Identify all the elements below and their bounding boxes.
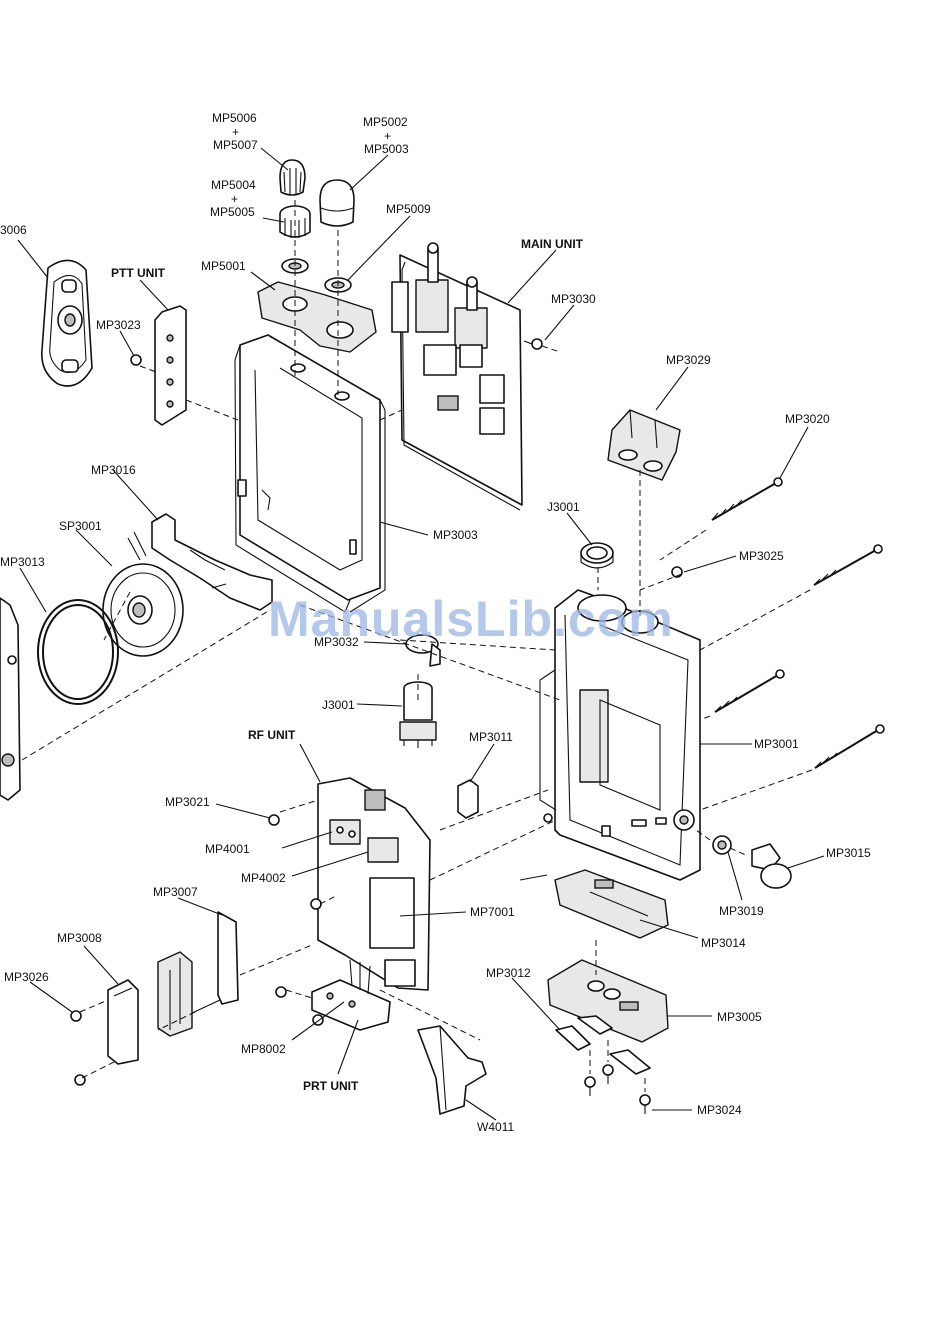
label-mp3015: MP3015	[826, 846, 871, 860]
label-mp5003: MP5003	[364, 142, 409, 156]
label-mp5004-plus: +	[231, 192, 238, 206]
label-mp8002: MP8002	[241, 1042, 286, 1056]
washer-mp3019	[712, 835, 732, 855]
springs-mp3012	[555, 1015, 651, 1075]
housing-mp3001	[539, 589, 701, 881]
label-mp3023: MP3023	[96, 318, 141, 332]
label-mp3013: MP3013	[0, 555, 45, 569]
label-3006: 3006	[0, 223, 27, 237]
long-screw-2	[813, 544, 883, 586]
label-mp3019: MP3019	[719, 904, 764, 918]
screw-mp3021	[268, 814, 280, 826]
label-mp3007: MP3007	[153, 885, 198, 899]
label-mp5007: MP5007	[213, 138, 258, 152]
label-mp3005: MP3005	[717, 1010, 762, 1024]
label-main-unit: MAIN UNIT	[521, 237, 584, 251]
label-j3001-bottom: J3001	[322, 698, 355, 712]
label-mp5004: MP5004	[211, 178, 256, 192]
label-mp3030: MP3030	[551, 292, 596, 306]
bracket-mp3016	[151, 513, 273, 611]
label-mp5009: MP5009	[386, 202, 431, 216]
screw-rf-lower	[310, 898, 322, 910]
label-mp5002: MP5002	[363, 115, 408, 129]
flex-cable-w4011	[417, 1025, 487, 1115]
part-labels: MP5006 + MP5007 MP5002 + MP5003 MP5004 +…	[0, 111, 871, 1134]
label-mp3012: MP3012	[486, 966, 531, 980]
screw-mp3026	[70, 1010, 82, 1022]
bracket-plate-mp5001	[257, 281, 377, 353]
bracket-mp3029	[607, 409, 681, 481]
label-rf-unit: RF UNIT	[248, 728, 296, 742]
label-mp3026: MP3026	[4, 970, 49, 984]
label-mp3029: MP3029	[666, 353, 711, 367]
label-mp3032: MP3032	[314, 635, 359, 649]
long-screw-3	[714, 669, 785, 713]
long-screw-1	[711, 477, 783, 521]
label-mp5001: MP5001	[201, 259, 246, 273]
bracket-mp3007	[189, 911, 239, 1015]
label-mp5006: MP5006	[212, 111, 257, 125]
label-mp5005: MP5005	[210, 205, 255, 219]
connector-j3001	[399, 681, 437, 748]
ptt-unit-board	[154, 305, 187, 426]
main-unit-board	[391, 242, 523, 511]
rf-unit-board	[317, 777, 431, 991]
clip-mp3015	[751, 843, 792, 889]
label-mp3016: MP3016	[91, 463, 136, 477]
ring-j3001-top	[580, 542, 614, 569]
label-w4011: W4011	[477, 1120, 514, 1134]
label-mp5002-plus: +	[384, 129, 391, 143]
panel-3006	[41, 259, 93, 387]
long-screw-4	[814, 724, 885, 769]
label-mp3003: MP3003	[433, 528, 478, 542]
left-edge-panel	[0, 597, 21, 801]
screws-mp3024	[584, 1064, 651, 1114]
prt-unit-board	[311, 959, 391, 1031]
screw-bottom-left	[74, 1074, 86, 1086]
label-mp3025: MP3025	[739, 549, 784, 563]
watermark: ManualsLib.com	[268, 591, 674, 647]
label-mp3001: MP3001	[754, 737, 799, 751]
chassis-frame-mp3003	[234, 334, 386, 613]
clip-mp3011	[457, 779, 479, 819]
leader-lines	[17, 147, 825, 1121]
knob-mp5006	[279, 159, 306, 196]
component-block	[157, 951, 193, 1037]
label-mp7001: MP7001	[470, 905, 515, 919]
label-prt-unit: PRT UNIT	[303, 1079, 359, 1093]
label-mp4001: MP4001	[205, 842, 250, 856]
label-sp3001: SP3001	[59, 519, 102, 533]
screw-mp3030	[523, 338, 543, 350]
shield-mp3008	[107, 979, 139, 1065]
label-ptt-unit: PTT UNIT	[111, 266, 166, 280]
label-mp3020: MP3020	[785, 412, 830, 426]
label-mp3011: MP3011	[469, 730, 513, 744]
clip-mp3032	[405, 634, 441, 667]
label-mp3008: MP3008	[57, 931, 102, 945]
plate-mp3005	[547, 959, 669, 1043]
label-j3001-top: J3001	[547, 500, 580, 514]
knob-mp5002	[319, 179, 355, 227]
plate-mp3014	[554, 869, 669, 939]
oring-mp3013	[37, 599, 119, 705]
label-mp3014: MP3014	[701, 936, 746, 950]
screw-mp3023	[130, 354, 142, 366]
screw-mp8002-a	[275, 986, 287, 998]
label-mp3024: MP3024	[697, 1103, 742, 1117]
label-mp5006-plus: +	[232, 125, 239, 139]
label-mp4002: MP4002	[241, 871, 286, 885]
assembly-lines	[21, 200, 813, 1092]
label-mp3021: MP3021	[165, 795, 210, 809]
speaker-sp3001	[102, 531, 184, 657]
